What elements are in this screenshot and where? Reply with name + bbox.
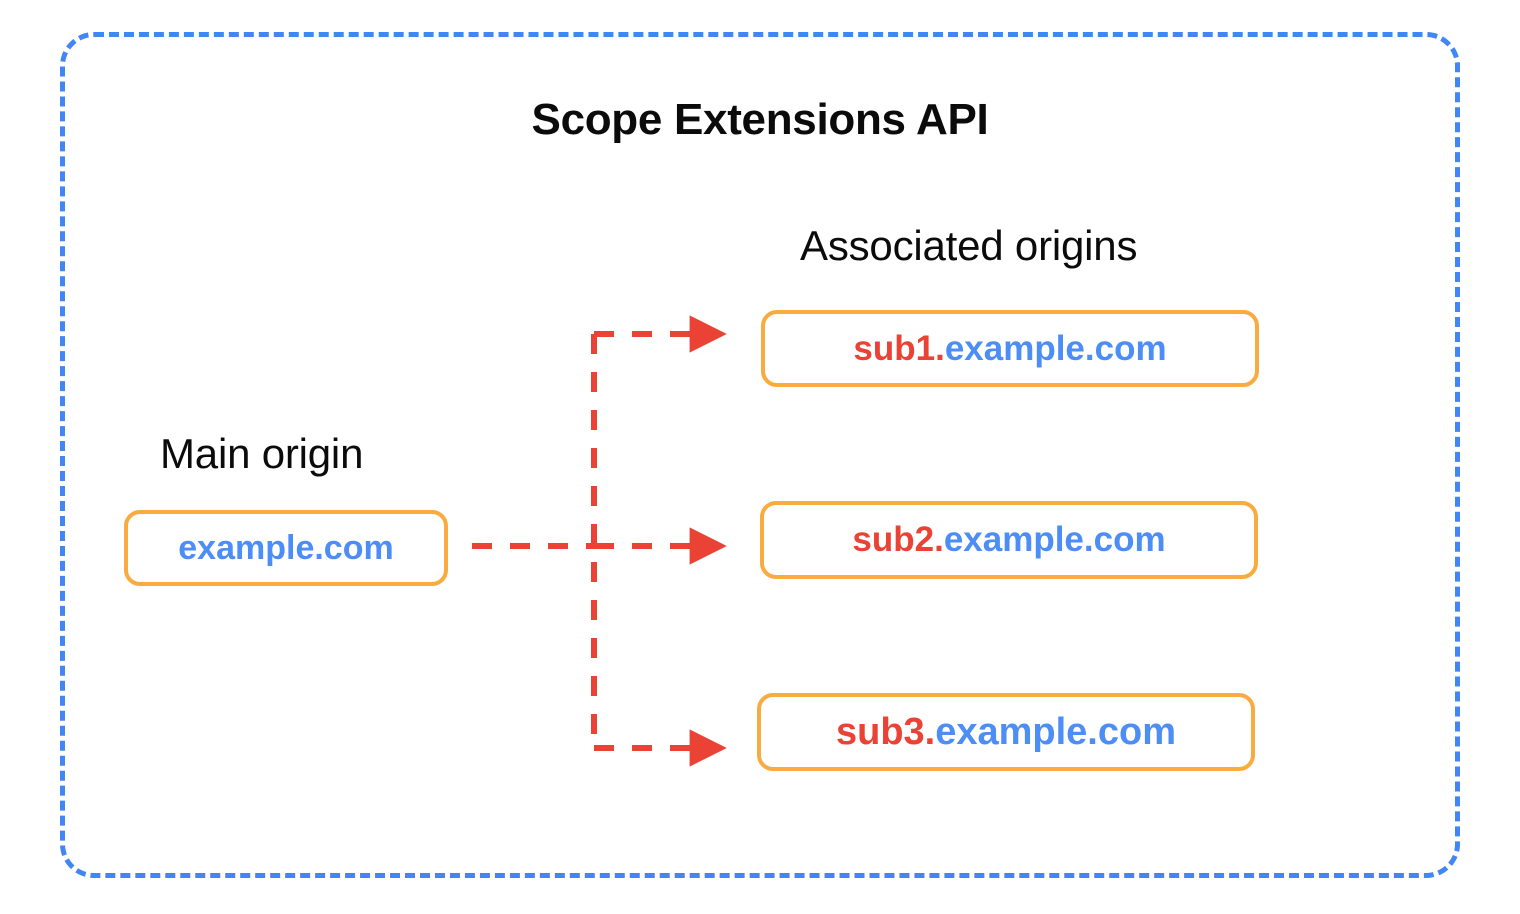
page-title: Scope Extensions API [531,95,989,144]
main-origin-box[interactable]: example.com [124,510,448,586]
associated-origin-box-1[interactable]: sub1.example.com [761,310,1259,387]
associated-origin-box-3[interactable]: sub3.example.com [757,693,1255,771]
associated-origin-box-2[interactable]: sub2.example.com [760,501,1258,579]
associated-origin-1-subdomain: sub1. [853,328,945,368]
associated-origin-2-subdomain: sub2. [852,520,944,559]
associated-origin-3-domain: example.com [935,710,1177,753]
scope-extensions-frame [60,32,1460,878]
associated-origin-1-domain: example.com [944,328,1167,368]
main-origin-heading: Main origin [160,430,364,477]
associated-origin-3-subdomain: sub3. [835,710,936,753]
associated-origin-2-domain: example.com [943,520,1166,559]
main-origin-domain: example.com [178,528,394,567]
associated-origins-heading: Associated origins [800,222,1138,269]
